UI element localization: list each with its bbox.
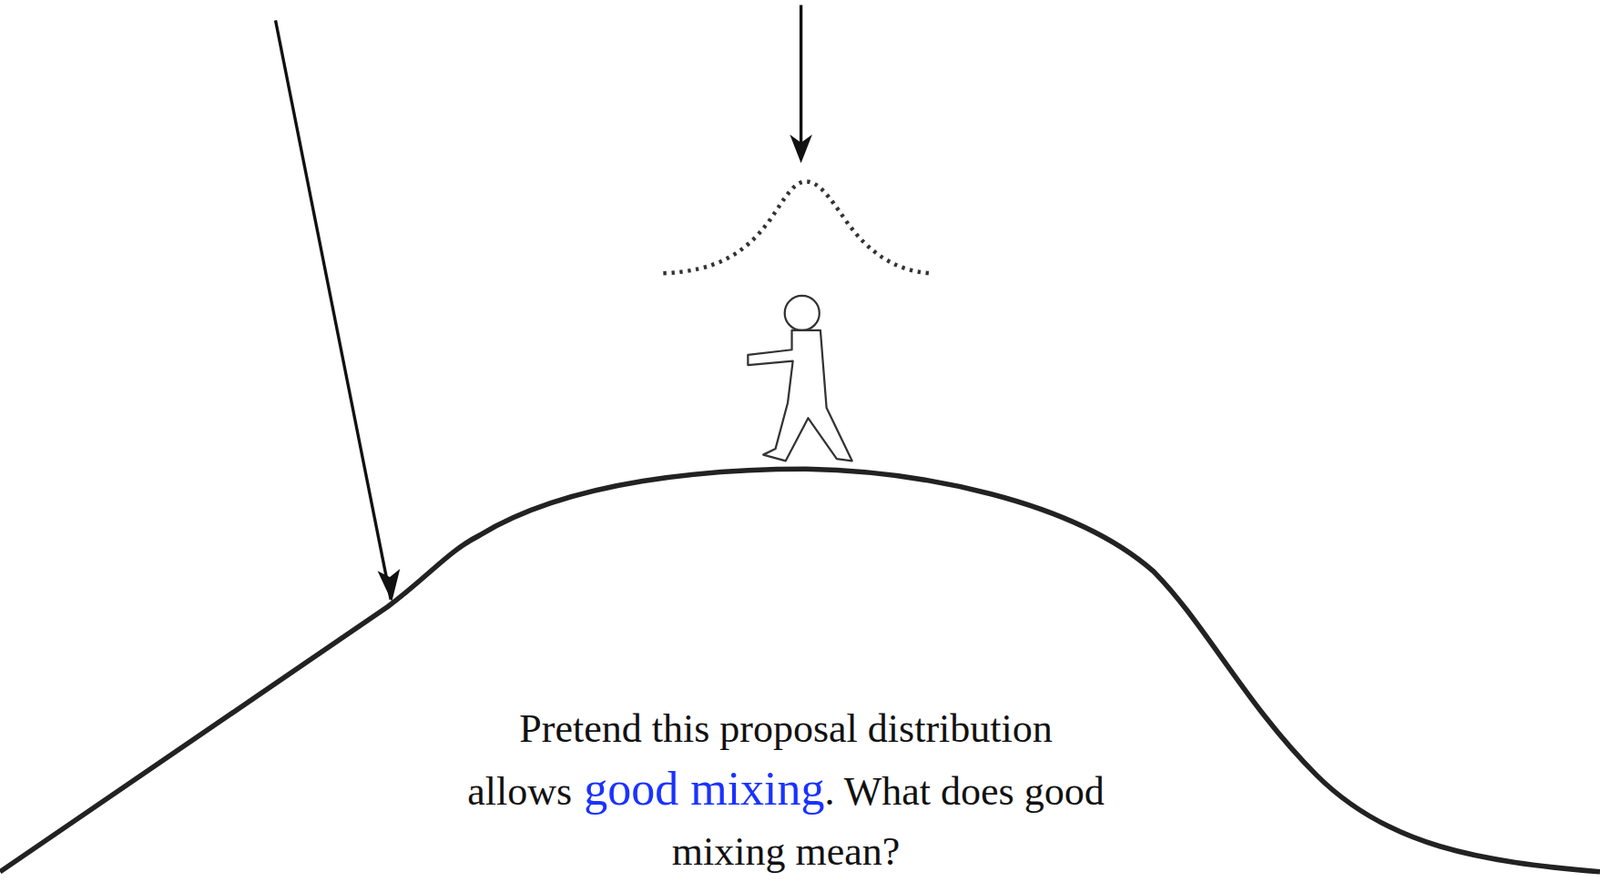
walker-head <box>784 295 820 331</box>
walker-body <box>747 330 852 461</box>
leader-arrow <box>275 20 392 600</box>
arrow-head <box>377 569 401 602</box>
highlight-term: good mixing <box>583 763 825 816</box>
proposal-distribution <box>662 181 931 274</box>
arrow-head <box>789 134 813 164</box>
hill-curve <box>0 468 1600 872</box>
question-note: Pretend this proposal distribution allow… <box>439 699 1132 882</box>
leader-arrow <box>799 5 803 153</box>
